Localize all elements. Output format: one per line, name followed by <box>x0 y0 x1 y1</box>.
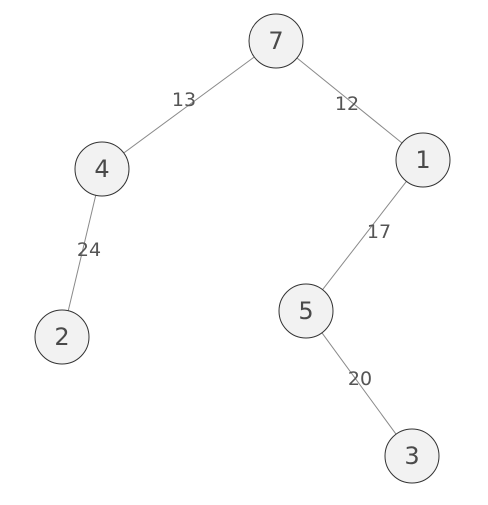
node-label: 2 <box>54 323 69 351</box>
tree-node-2: 2 <box>34 309 90 365</box>
edge-n7-n1 <box>296 57 403 144</box>
node-circle <box>248 13 304 69</box>
tree-node-4: 4 <box>74 141 130 197</box>
node-circle <box>395 132 451 188</box>
edge-n4-n2 <box>67 195 97 311</box>
edge-weight-label: 20 <box>348 368 372 390</box>
node-label: 1 <box>415 146 430 174</box>
edge-weight-label: 24 <box>77 239 101 261</box>
tree-node-5: 5 <box>278 283 334 339</box>
node-label: 7 <box>268 27 283 55</box>
edges: 13 12 24 17 20 <box>67 56 407 435</box>
node-circle <box>74 141 130 197</box>
edge-n1-n5 <box>322 181 407 290</box>
edge-weight-label: 17 <box>367 221 391 243</box>
edge-n5-n3 <box>321 332 397 435</box>
tree-node-1: 1 <box>395 132 451 188</box>
edge-weight-label: 13 <box>172 89 196 111</box>
node-label: 4 <box>94 155 109 183</box>
node-circle <box>278 283 334 339</box>
node-label: 5 <box>298 297 313 325</box>
node-circle <box>34 309 90 365</box>
tree-node-3: 3 <box>384 428 440 484</box>
node-circle <box>384 428 440 484</box>
tree-node-7: 7 <box>248 13 304 69</box>
edge-weight-label: 12 <box>335 93 359 115</box>
edge-n7-n4 <box>123 56 255 154</box>
node-label: 3 <box>404 442 419 470</box>
